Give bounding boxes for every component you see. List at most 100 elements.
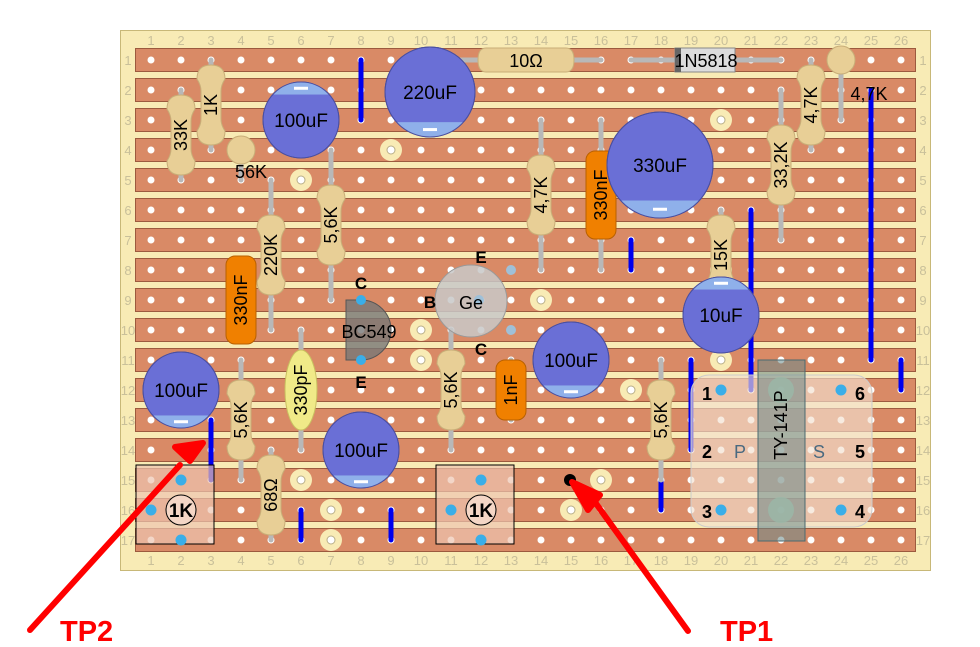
row-label: 4 [124,143,131,158]
column-label: 15 [564,33,578,48]
capacitor-label: 330nF [591,169,611,220]
hole [657,236,665,244]
row-label: 9 [919,293,926,308]
hole [147,356,155,364]
hole [747,86,755,94]
tp2-arrow-head [172,440,206,464]
hole [747,176,755,184]
hole [567,206,575,214]
capacitor-outline [322,411,400,489]
hole [147,176,155,184]
hole [897,56,905,64]
track-cut-hole [326,535,336,545]
trimmer-label: 1K [469,501,494,522]
hole [627,476,635,484]
track-cut-hole [626,385,636,395]
hole [717,86,725,94]
minus-sign [354,480,368,484]
column-label: 4 [237,33,244,48]
minus-sign [653,207,667,211]
capacitor-outline [384,46,476,138]
column-label: 3 [207,553,214,568]
hole [657,86,665,94]
hole [627,86,635,94]
resistor: 5,6K [316,184,346,266]
row-label: 14 [121,443,135,458]
tp2-arrow-shaft [27,462,183,633]
capacitor-label: 1nF [501,374,521,405]
hole [507,446,515,454]
resistor: 33K [166,94,196,176]
pin-dot [475,534,487,546]
tp1-label: TP1 [720,616,773,647]
resistor: 33,2K [766,124,796,206]
column-label: 6 [297,553,304,568]
hole [207,206,215,214]
hole [297,296,305,304]
hole [417,206,425,214]
hole [507,116,515,124]
row-label: 4 [919,143,926,158]
hole [687,536,695,544]
pin-dot [715,384,727,396]
column-label: 11 [444,553,458,568]
resistor-label: 5,6K [651,401,671,438]
hole [357,206,365,214]
hole [357,386,365,394]
row-label: 17 [121,533,135,548]
capacitor-outline [532,321,610,399]
column-label: 24 [834,553,848,568]
column-label: 17 [624,33,638,48]
hole [837,236,845,244]
hole [177,266,185,274]
row-label: 12 [121,383,135,398]
column-label: 19 [684,553,698,568]
hole [537,386,545,394]
tp1-arrow-shaft [589,495,691,634]
hole [897,506,905,514]
hole [597,386,605,394]
capacitor-outline [606,111,714,219]
hole [327,86,335,94]
hole [747,536,755,544]
hole [417,536,425,544]
hole [717,536,725,544]
hole [387,356,395,364]
hole [417,146,425,154]
transformer-label: TY-141P [771,390,791,459]
resistor-body [256,454,286,536]
column-label: 9 [387,553,394,568]
resistor-body [526,154,556,236]
row-label: 9 [124,293,131,308]
resistor-label: 4,7K [531,176,551,213]
hole [387,416,395,424]
column-label: 22 [774,553,788,568]
hole [147,116,155,124]
hole [837,146,845,154]
hole [627,296,635,304]
hole [897,206,905,214]
column-label: 25 [864,553,878,568]
resistor-body [436,349,466,431]
hole [597,536,605,544]
track-cut-hole [596,475,606,485]
hole [477,146,485,154]
pin-label-c: C [355,274,367,293]
pin-dot [835,504,847,516]
hole [687,86,695,94]
hole [177,326,185,334]
copper-strip [135,198,916,222]
row-label: 15 [916,473,930,488]
hole [537,446,545,454]
hole [387,116,395,124]
hole [687,236,695,244]
row-label: 1 [124,53,131,68]
hole [717,146,725,154]
primary-label: P [734,442,746,462]
hole [837,536,845,544]
hole [807,296,815,304]
capacitor-body [225,255,257,345]
hole [837,206,845,214]
hole [687,266,695,274]
resistor-label: 68Ω [261,478,281,511]
